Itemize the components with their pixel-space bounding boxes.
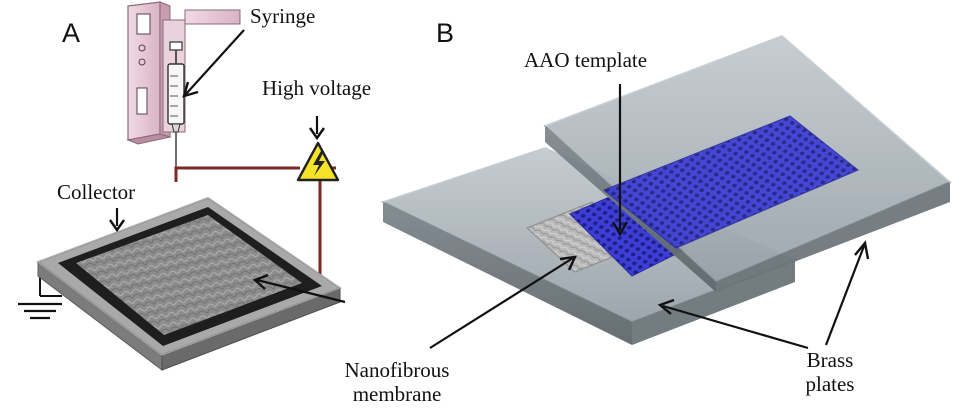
high-voltage-warning-icon [296,141,340,182]
panel-a-apparatus [18,1,342,372]
membrane-arrows [252,255,578,349]
collector-arrow [109,208,125,233]
high-voltage-label: High voltage [262,76,372,100]
aao-template-label: AAO template [524,48,648,72]
brass-label-line2: plates [805,372,855,396]
aao-template-arrow [611,84,629,237]
high-voltage-arrow [309,116,325,141]
syringe-pump [126,1,241,145]
nanofibrous-label-line1: Nanofibrous [344,358,450,382]
aao-template-upper [603,115,859,249]
nanofibrous-membrane-label: Nanofibrous membrane [338,358,456,406]
nanofibrous-label-line2: membrane [352,382,442,406]
panel-a-letter: A [62,18,81,48]
syringe-label: Syringe [250,4,316,28]
collector-label: Collector [57,180,136,204]
ground-icon [18,272,62,320]
syringe-arrow [182,29,245,98]
brass-label-line1: Brass [806,348,854,372]
brass-plates-arrows [657,240,870,350]
collector-tray [36,197,342,372]
brass-plates-label: Brass plates [790,348,870,396]
panel-b-apparatus [252,35,952,350]
panel-b-letter: B [436,18,455,48]
